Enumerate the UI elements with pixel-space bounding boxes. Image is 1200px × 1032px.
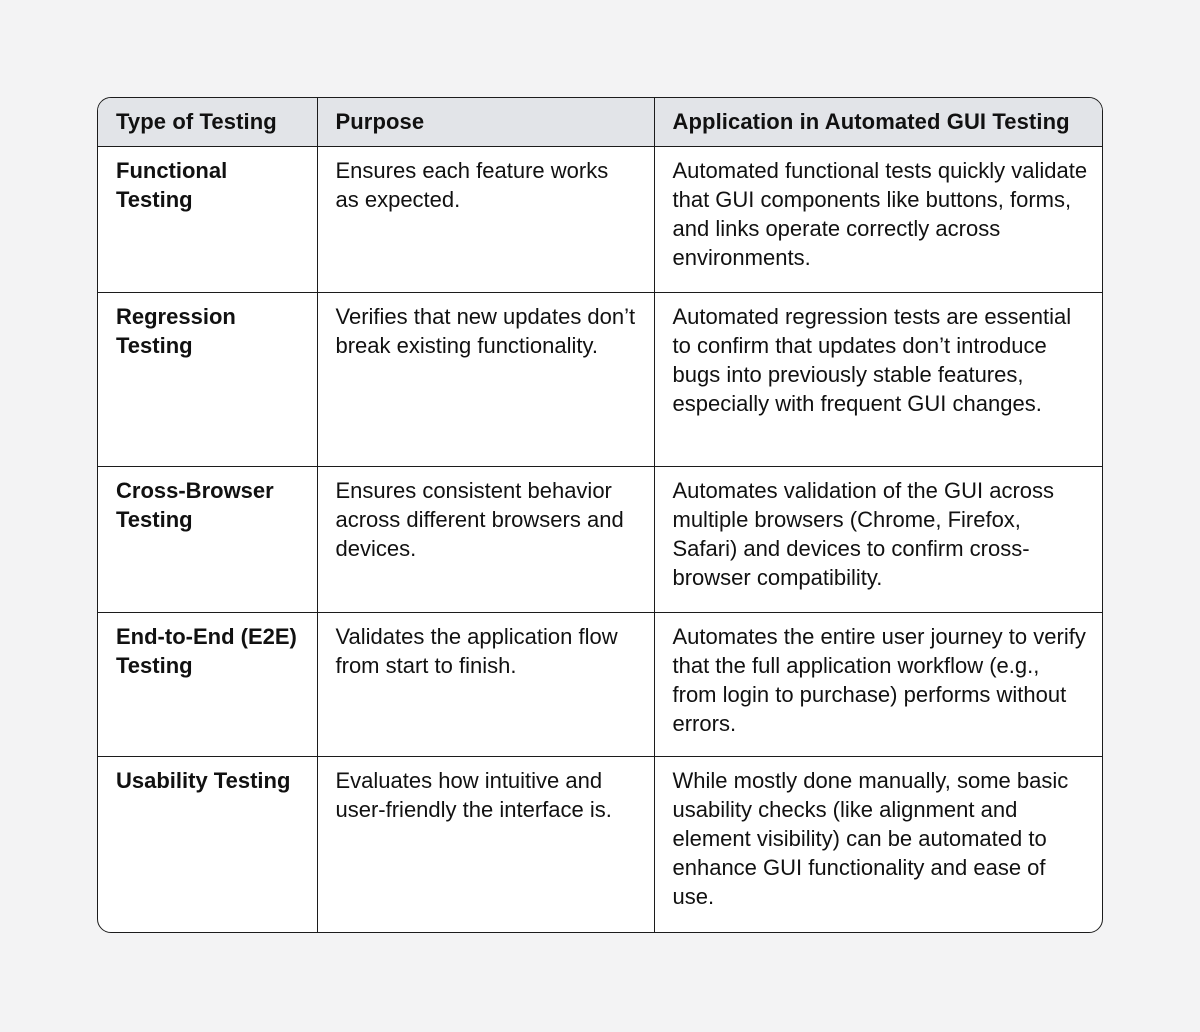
comparison-table: Type of Testing Purpose Application in A…	[98, 98, 1102, 932]
purpose-cell: Ensures consistent behavior across diffe…	[317, 466, 655, 613]
type-cell: Usability Testing	[98, 756, 318, 932]
header-purpose: Purpose	[317, 98, 655, 147]
type-cell: Cross-Browser Testing	[98, 466, 318, 613]
type-cell: End-to-End (E2E) Testing	[98, 612, 318, 757]
table-row: Cross-Browser Testing Ensures consistent…	[98, 466, 1102, 613]
header-type-of-testing: Type of Testing	[98, 98, 318, 147]
purpose-cell: Validates the application flow from star…	[317, 612, 655, 757]
header-application: Application in Automated GUI Testing	[654, 98, 1102, 147]
table-row: Usability Testing Evaluates how intuitiv…	[98, 756, 1102, 932]
application-cell: While mostly done manually, some basic u…	[672, 767, 1069, 909]
application-cell: Automates validation of the GUI across m…	[654, 466, 1102, 613]
application-cell: Automates the entire user journey to ver…	[654, 612, 1102, 757]
application-cell: Automated functional tests quickly valid…	[654, 146, 1102, 293]
type-cell: Regression Testing	[98, 292, 318, 467]
purpose-cell: Ensures each feature works as expected.	[317, 146, 655, 293]
purpose-cell: Verifies that new updates don’t break ex…	[317, 292, 655, 467]
testing-types-table: Type of Testing Purpose Application in A…	[97, 97, 1103, 933]
table-row: Regression Testing Verifies that new upd…	[98, 292, 1102, 467]
application-cell: Automated regression tests are essential…	[654, 292, 1102, 467]
table-row: End-to-End (E2E) Testing Validates the a…	[98, 612, 1102, 757]
type-cell: Functional Testing	[98, 146, 318, 293]
table-row: Functional Testing Ensures each feature …	[98, 146, 1102, 293]
table-header-row: Type of Testing Purpose Application in A…	[98, 98, 1102, 147]
purpose-cell: Evaluates how intuitive and user-friendl…	[317, 756, 655, 932]
